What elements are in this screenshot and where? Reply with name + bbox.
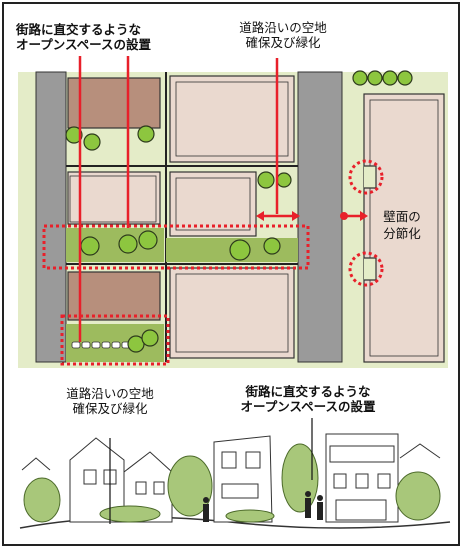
callout-boxes bbox=[42, 159, 384, 366]
label-wall-articulation: 壁面の 分節化 bbox=[372, 208, 432, 242]
block-grid bbox=[66, 72, 298, 362]
pedestrians bbox=[203, 491, 323, 522]
label-open-space-street: 街路に直交するような オープンスペースの設置 bbox=[240, 384, 376, 414]
figure-frame bbox=[2, 2, 460, 546]
lot-2 bbox=[67, 171, 161, 225]
road-left bbox=[35, 71, 67, 363]
leader-lines bbox=[78, 56, 360, 342]
street-elevation bbox=[19, 433, 451, 529]
label-roadside-plan: 道路沿いの空地 確保及び緑化 bbox=[239, 20, 327, 50]
roof-3 bbox=[67, 271, 161, 321]
label-roadside-street: 道路沿いの空地 確保及び緑化 bbox=[66, 386, 154, 416]
road-center bbox=[297, 71, 343, 363]
arrow-heads bbox=[256, 211, 368, 221]
label-open-space-plan: 街路に直交するような オープンスペースの設置 bbox=[16, 22, 152, 52]
wall-notch-bottom bbox=[364, 257, 377, 281]
elevation-leaders bbox=[109, 418, 313, 524]
trees bbox=[65, 70, 413, 353]
lot-4 bbox=[169, 75, 295, 163]
wall-notch-top bbox=[364, 165, 377, 189]
roof-1 bbox=[67, 77, 161, 129]
lot-6 bbox=[169, 267, 295, 359]
